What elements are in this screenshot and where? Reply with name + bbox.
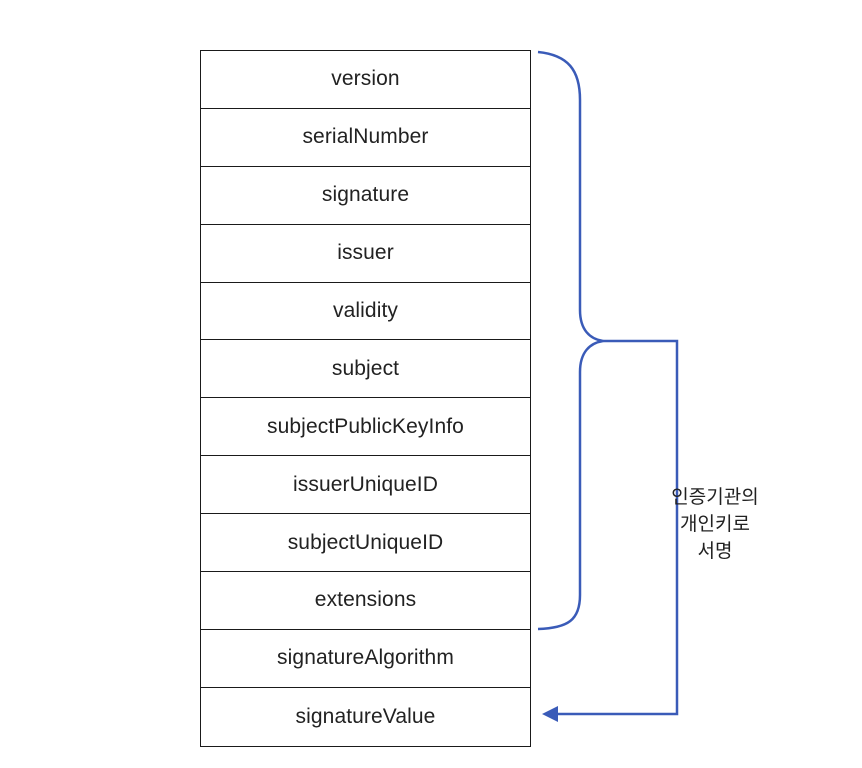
field-validity: validity: [201, 283, 530, 341]
field-signature-algorithm: signatureAlgorithm: [201, 630, 530, 688]
field-serial-number: serialNumber: [201, 109, 530, 167]
field-issuer: issuer: [201, 225, 530, 283]
field-version: version: [201, 51, 530, 109]
field-signature: signature: [201, 167, 530, 225]
signing-annotation: 인증기관의 개인키로 서명: [660, 484, 770, 565]
certificate-field-table: version serialNumber signature issuer va…: [200, 50, 531, 747]
curly-brace: [537, 50, 604, 631]
arrow-line: [556, 339, 679, 716]
field-signature-value: signatureValue: [295, 704, 436, 728]
field-subject-public-key-info: subjectPublicKeyInfo: [201, 398, 530, 457]
field-subject-unique-id: subjectUniqueID: [201, 514, 530, 573]
arrow-head-icon: [542, 706, 558, 722]
field-extensions: extensions: [201, 572, 530, 630]
annotation-line-3: 서명: [697, 540, 733, 562]
field-issuer-unique-id: issuerUniqueID: [201, 456, 530, 515]
annotation-line-2: 개인키로: [680, 513, 750, 535]
field-subject: subject: [201, 340, 530, 399]
annotation-line-1: 인증기관의: [671, 486, 759, 508]
